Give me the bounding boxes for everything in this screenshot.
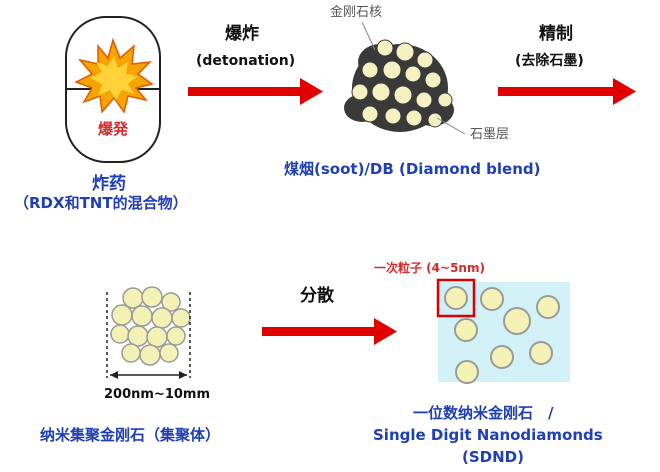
aggregate-cluster bbox=[110, 286, 191, 366]
sdnd-caption-abbr: (SDND) bbox=[462, 448, 524, 466]
graphite-label: 石墨层 bbox=[470, 127, 510, 142]
core-pointer bbox=[361, 21, 376, 51]
arrow-detonation bbox=[188, 78, 323, 105]
size-dimension bbox=[106, 292, 191, 379]
soot-cluster bbox=[344, 39, 454, 132]
primary-particle-highlight bbox=[436, 278, 476, 318]
explosive-caption: 炸药 bbox=[92, 174, 126, 194]
purification-label: 精制 bbox=[539, 24, 573, 44]
arrow-dispersion bbox=[262, 318, 397, 345]
sdnd-caption-en: Single Digit Nanodiamonds bbox=[373, 426, 603, 444]
aggregate-caption: 纳米集聚金刚石（集聚体） bbox=[40, 426, 221, 444]
sdnd-caption: 一位数纳米金刚石 / bbox=[413, 404, 554, 422]
arrow-purification bbox=[498, 78, 636, 105]
primary-particle-label: 一次粒子 (4~5nm) bbox=[374, 261, 485, 275]
dispersion-label: 分散 bbox=[300, 286, 334, 306]
vessel-label: 爆発 bbox=[98, 120, 129, 138]
explosive-caption-sub: （RDX和TNT的混合物） bbox=[14, 194, 188, 212]
aggregate-size-label: 200nm~10mm bbox=[104, 387, 211, 402]
explosion-icon bbox=[74, 37, 154, 114]
graphite-pointer bbox=[436, 117, 466, 135]
core-label: 金刚石核 bbox=[330, 5, 383, 20]
purification-sublabel: (去除石墨) bbox=[515, 53, 584, 69]
detonation-sublabel: (detonation) bbox=[196, 53, 296, 69]
soot-caption: 煤烟(soot)/DB (Diamond blend) bbox=[284, 160, 541, 178]
sdnd-particles bbox=[444, 286, 560, 384]
detonation-label: 爆炸 bbox=[225, 24, 259, 44]
